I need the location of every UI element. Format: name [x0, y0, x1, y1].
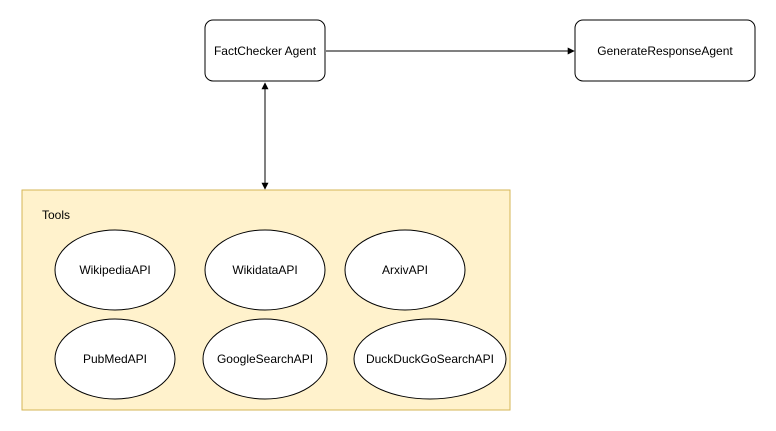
tool-label: ArxivAPI [382, 263, 428, 277]
generate-response-agent-label: GenerateResponseAgent [597, 44, 733, 58]
tool-ellipse[interactable] [353, 318, 507, 400]
tool-ellipse[interactable] [344, 229, 466, 311]
tool-label: WikipediaAPI [79, 263, 150, 277]
tool-label: PubMedAPI [83, 352, 147, 366]
tool-label: WikidataAPI [232, 263, 297, 277]
tool-node-duckduckgo-search-api[interactable]: DuckDuckGoSearchAPI [353, 318, 507, 400]
tool-node-arxiv-api[interactable]: ArxivAPI [344, 229, 466, 311]
tool-ellipse[interactable] [204, 229, 326, 311]
factchecker-agent-node[interactable]: FactChecker Agent [204, 19, 326, 82]
tool-node-wikidata-api[interactable]: WikidataAPI [204, 229, 326, 311]
tool-ellipse[interactable] [54, 318, 176, 400]
tools-group-title: Tools [42, 208, 70, 222]
factchecker-agent-label: FactChecker Agent [214, 44, 317, 58]
generate-response-agent-box[interactable] [574, 19, 756, 82]
tool-ellipse[interactable] [54, 229, 176, 311]
tool-label: GoogleSearchAPI [217, 352, 313, 366]
tool-ellipse[interactable] [202, 318, 328, 400]
tool-node-google-search-api[interactable]: GoogleSearchAPI [202, 318, 328, 400]
generate-response-agent-node[interactable]: GenerateResponseAgent [574, 19, 756, 82]
tool-node-wikipedia-api[interactable]: WikipediaAPI [54, 229, 176, 311]
factchecker-agent-box[interactable] [204, 19, 326, 82]
tool-label: DuckDuckGoSearchAPI [366, 352, 494, 366]
tool-node-pubmed-api[interactable]: PubMedAPI [54, 318, 176, 400]
